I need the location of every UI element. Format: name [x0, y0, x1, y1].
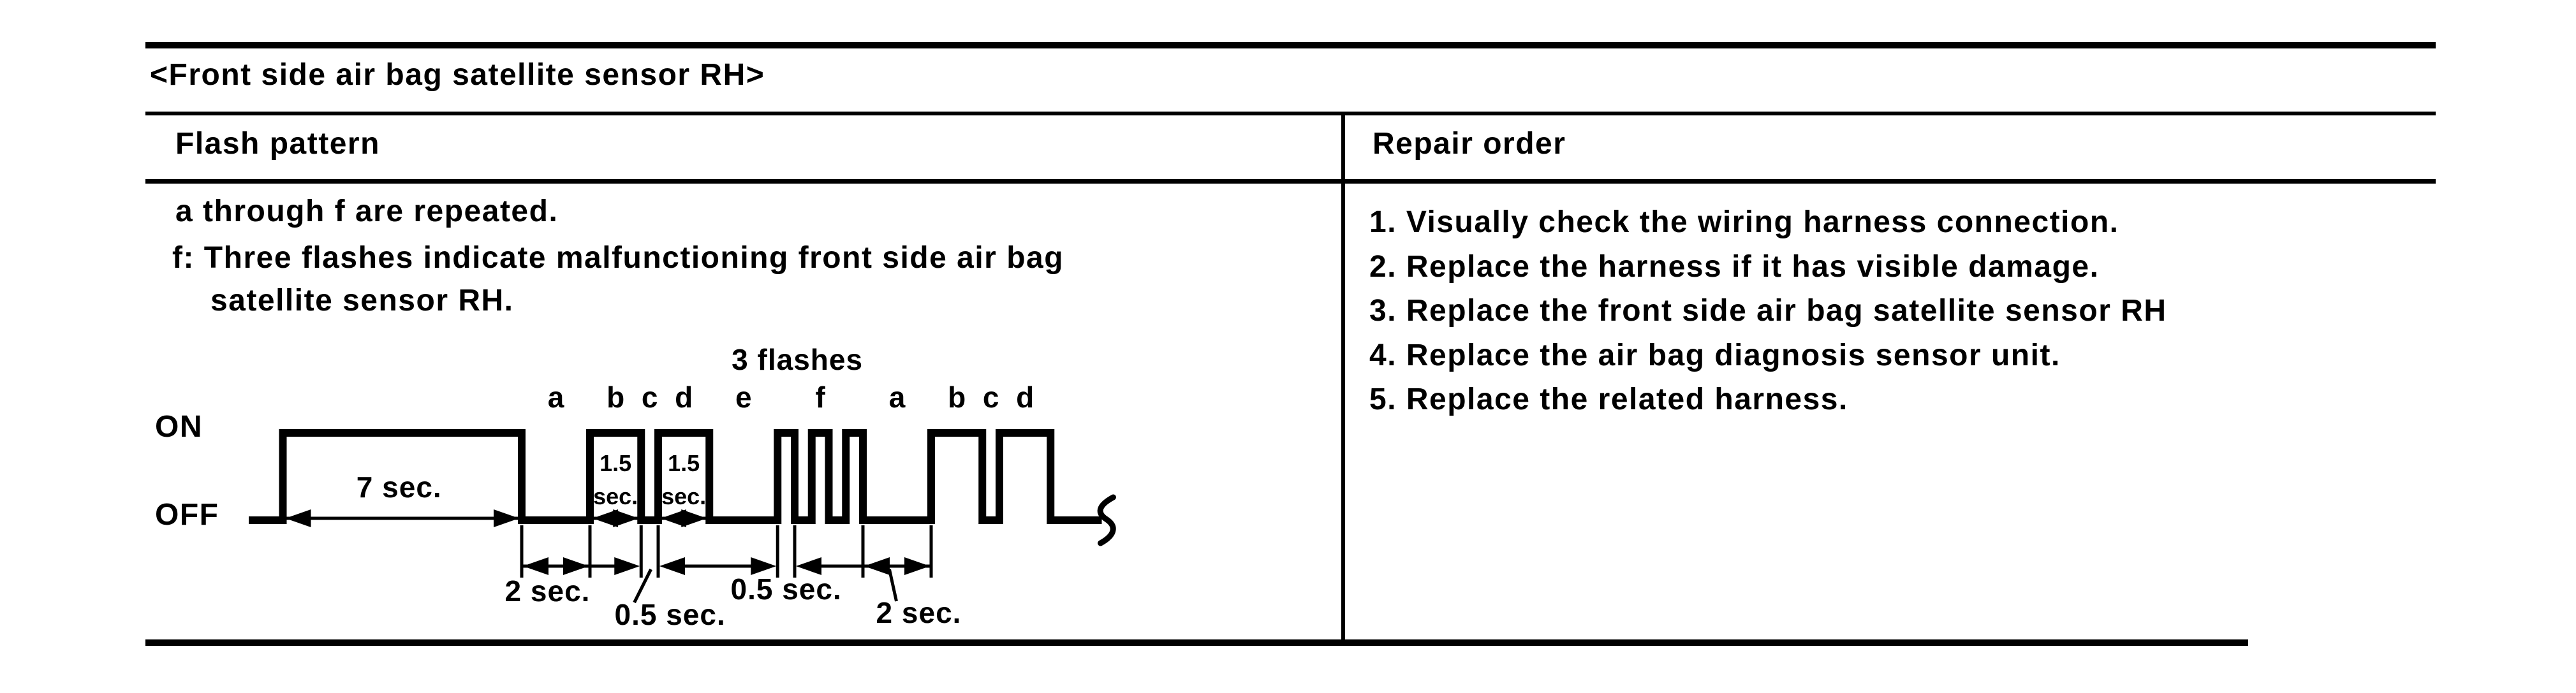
- arrowhead: [592, 509, 618, 527]
- duration-label-line: sec.: [593, 483, 638, 509]
- table-bottom-border: [145, 639, 2248, 646]
- arrowhead: [904, 557, 930, 575]
- duration-label: 2 sec.: [876, 596, 962, 629]
- flash-note-line-3: satellite sensor RH.: [210, 284, 514, 317]
- waveform-off-label: OFF: [155, 498, 219, 532]
- duration-label: 2 sec.: [504, 574, 591, 608]
- segment-letter: b: [607, 381, 625, 414]
- repair-step: 1. Visually check the wiring harness con…: [1369, 205, 2119, 239]
- segment-letter: a: [888, 381, 906, 414]
- repair-step: 5. Replace the related harness.: [1369, 383, 1848, 416]
- repair-step: 2. Replace the harness if it has visible…: [1369, 249, 2100, 284]
- arrowhead: [494, 509, 519, 527]
- arrowhead: [659, 557, 685, 575]
- segment-letter: f: [815, 381, 825, 414]
- repair-step: 4. Replace the air bag diagnosis sensor …: [1369, 338, 2061, 372]
- segment-letter: c: [641, 381, 658, 414]
- duration-label: 7 sec.: [356, 471, 442, 504]
- arrowhead: [751, 557, 777, 575]
- table-top-border: [145, 42, 2436, 48]
- flash-note-line-1: a through f are repeated.: [175, 194, 559, 228]
- waveform-on-label: ON: [155, 410, 203, 444]
- flash-note-line-2: f: Three flashes indicate malfunctioning…: [172, 241, 1064, 275]
- page-title: <Front side air bag satellite sensor RH>: [150, 58, 765, 92]
- duration-label: 1.5 sec.: [593, 447, 638, 513]
- waveform-trace: [249, 429, 1102, 524]
- waveform-break-squiggle: [1097, 494, 1116, 546]
- arrowhead: [864, 557, 890, 575]
- table-column-divider: [1341, 112, 1345, 646]
- segment-letter: d: [1016, 381, 1034, 414]
- three-flashes-label: 3 flashes: [732, 343, 864, 376]
- segment-letter: b: [948, 381, 966, 414]
- table-header-top-border: [145, 112, 2436, 115]
- segment-letter: c: [982, 381, 999, 414]
- arrowhead: [523, 557, 548, 575]
- segment-letter: a: [547, 381, 564, 414]
- table-header-bottom-border: [145, 179, 2436, 184]
- duration-label-line: 1.5: [668, 450, 700, 476]
- duration-label: 1.5 sec.: [661, 447, 706, 513]
- segment-letter: e: [735, 381, 752, 414]
- flash-pattern-header: Flash pattern: [175, 127, 380, 161]
- duration-label-line: sec.: [661, 483, 707, 509]
- leader-line: [633, 568, 652, 604]
- segment-letter: d: [675, 381, 693, 414]
- repair-step: 3. Replace the front side air bag satell…: [1369, 294, 2167, 328]
- repair-order-header: Repair order: [1373, 127, 1566, 161]
- arrowhead: [285, 509, 311, 527]
- repair-step-list: 1. Visually check the wiring harness con…: [1369, 200, 2167, 422]
- arrowhead: [614, 557, 640, 575]
- arrowhead: [681, 509, 707, 527]
- duration-label: 0.5 sec.: [730, 573, 842, 606]
- arrowhead: [661, 509, 686, 527]
- duration-label: 0.5 sec.: [614, 598, 726, 631]
- arrowhead: [613, 509, 639, 527]
- duration-label-line: 1.5: [600, 450, 632, 476]
- arrowhead: [796, 557, 821, 575]
- leader-line: [888, 569, 898, 602]
